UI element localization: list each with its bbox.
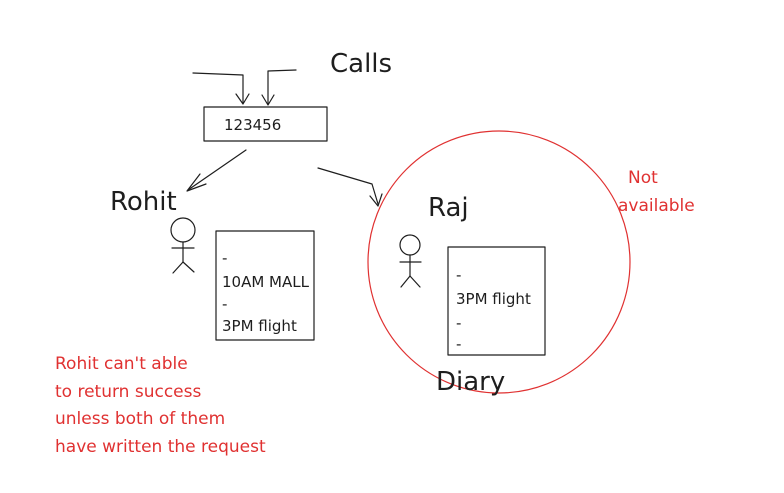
note-line-3: unless both of them bbox=[55, 409, 225, 429]
status-line-1: Not bbox=[628, 168, 658, 188]
arrow-to-raj bbox=[317, 167, 383, 207]
unavailable-circle bbox=[367, 130, 631, 394]
note: Rohit can't able to return success unles… bbox=[55, 354, 266, 457]
incoming-call-arrows bbox=[192, 69, 297, 106]
rohit-entry-3: - bbox=[222, 295, 227, 313]
raj-entry-1: - bbox=[456, 266, 461, 284]
calls-title: Calls bbox=[330, 49, 392, 79]
rohit-entry-1: - bbox=[222, 249, 227, 267]
note-line-1: Rohit can't able bbox=[55, 354, 188, 374]
raj-entry-2: 3PM flight bbox=[456, 290, 531, 308]
phone-number-box: 123456 bbox=[203, 106, 328, 142]
diary-label: Diary bbox=[436, 367, 505, 397]
phone-number: 123456 bbox=[224, 116, 281, 134]
rohit-name: Rohit bbox=[110, 187, 177, 217]
rohit-entry-4: 3PM flight bbox=[222, 317, 297, 335]
raj-entry-3: - bbox=[456, 314, 461, 332]
rohit-entry-2: 10AM MALL bbox=[222, 273, 310, 291]
rohit-diary: - 10AM MALL - 3PM flight bbox=[215, 230, 315, 341]
raj-name: Raj bbox=[428, 193, 469, 223]
status-line-2: available bbox=[618, 196, 695, 216]
note-line-2: to return success bbox=[55, 382, 201, 402]
raj-entry-4: - bbox=[456, 335, 461, 353]
rohit-stick-figure-icon bbox=[170, 217, 196, 274]
raj-stick-figure-icon bbox=[399, 234, 422, 288]
arrow-to-rohit bbox=[186, 149, 247, 192]
raj-diary: - 3PM flight - - bbox=[447, 246, 546, 356]
note-line-4: have written the request bbox=[55, 437, 266, 457]
